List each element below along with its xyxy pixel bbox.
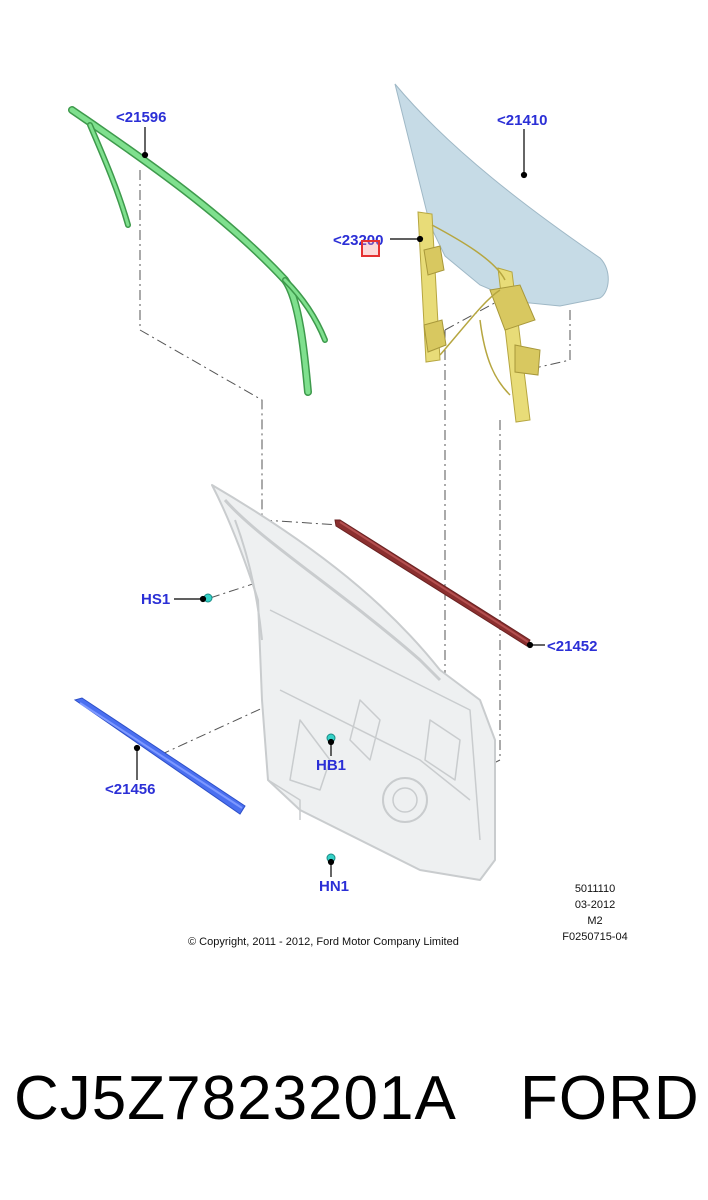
- highlight-box: [361, 240, 380, 257]
- brand-name: FORD: [520, 1064, 700, 1133]
- belt-moulding-highlight: [339, 521, 529, 643]
- callout-21596[interactable]: <21596: [116, 109, 167, 126]
- callout-hn1[interactable]: HN1: [319, 878, 350, 895]
- callout-21452[interactable]: <21452: [547, 638, 598, 655]
- exploded-parts-diagram: [68, 83, 609, 881]
- diagram-metadata: 5011110 03-2012 M2 F0250715-04: [550, 881, 640, 945]
- callout-21456[interactable]: <21456: [105, 781, 156, 798]
- callout-21410[interactable]: <21410: [497, 112, 548, 129]
- inner-belt-strip-highlight: [79, 702, 243, 809]
- window-regulator: [417, 211, 541, 423]
- door-frame: [211, 484, 496, 881]
- callout-hs1[interactable]: HS1: [141, 591, 171, 608]
- meta-line-4: F0250715-04: [562, 931, 628, 943]
- meta-line-2: 03-2012: [574, 899, 616, 911]
- copyright-notice: © Copyright, 2011 - 2012, Ford Motor Com…: [188, 936, 459, 948]
- glass-run-seal: [68, 106, 328, 396]
- callout-hb1[interactable]: HB1: [316, 757, 347, 774]
- meta-line-1: 5011110: [574, 883, 616, 895]
- door-glass: [394, 83, 609, 307]
- meta-line-3: M2: [587, 915, 603, 927]
- part-number: CJ5Z7823201A: [14, 1064, 457, 1133]
- leader-lines: [133, 127, 545, 877]
- callout-23200[interactable]: <23200: [333, 232, 384, 249]
